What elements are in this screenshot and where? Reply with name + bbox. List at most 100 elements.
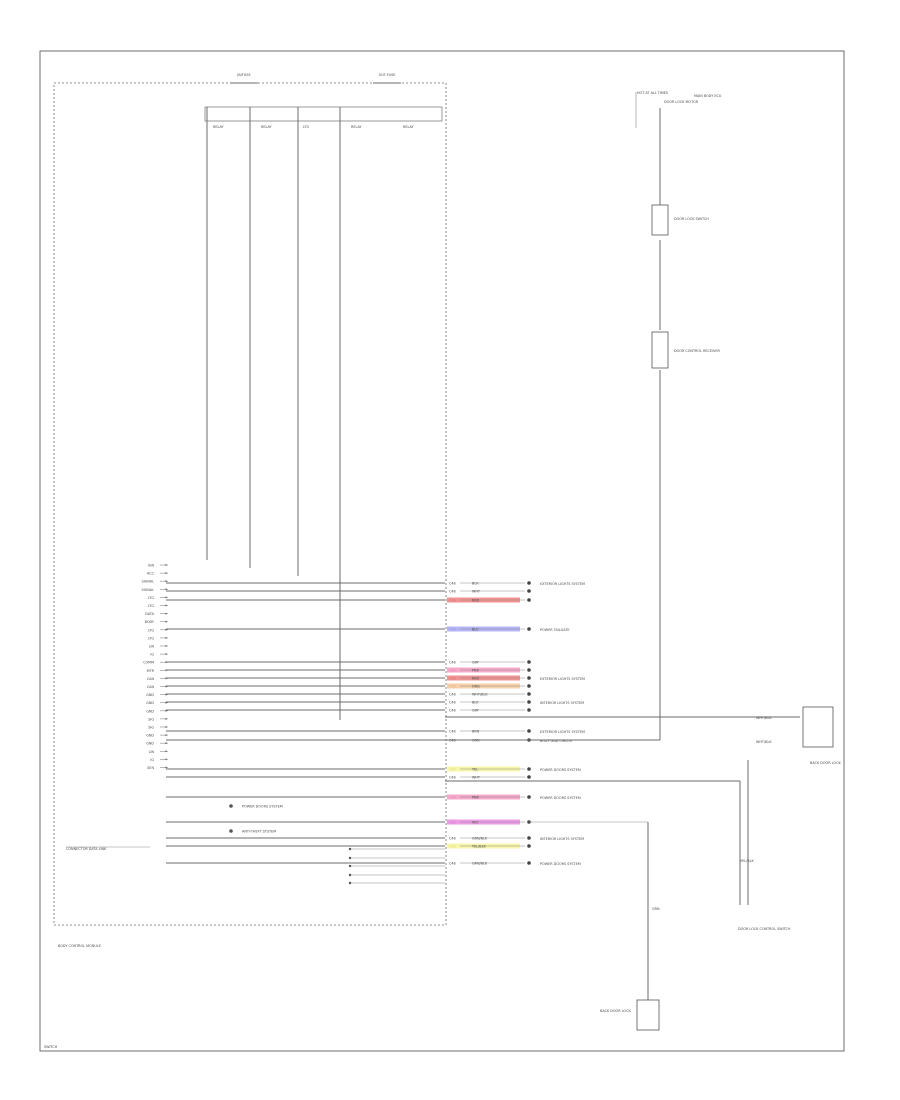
pin-label: MTR (147, 669, 155, 673)
pin-label: DATA (145, 612, 154, 616)
wire-color: BLK (472, 701, 479, 705)
pin-label: LTG (148, 628, 154, 632)
connector-terminal (527, 700, 531, 704)
target-system: BODY GND CIRCUIT (540, 739, 574, 743)
footer-label: SWITCH (44, 1045, 58, 1049)
right-switch-box (802, 706, 834, 748)
right-component-label: BACK DOOR LOCK (600, 1009, 631, 1013)
pin-label: LIN (149, 750, 155, 754)
target-system: INTERIOR LIGHTS SYSTEM (540, 701, 584, 705)
connector-terminal (527, 660, 531, 664)
pin-label: SEN (147, 766, 154, 770)
right-component-box (651, 204, 669, 236)
wire-color: WHT (472, 590, 481, 594)
pin-dot (165, 572, 167, 574)
pin-label: LTG (148, 636, 154, 640)
connector-pin: C48 (449, 693, 456, 697)
connector-terminal (527, 844, 531, 848)
pin-dot (165, 766, 167, 769)
relay-label: RELAY (403, 125, 415, 129)
note-terminal (229, 829, 233, 833)
target-system: EXTERIOR LIGHTS SYSTEM (540, 730, 585, 734)
target-system: POWER DOORS SYSTEM (540, 862, 581, 866)
splice (348, 864, 352, 868)
wire-color: WHT/BLK (472, 693, 488, 697)
right-wire-label: WHT/BLK (756, 740, 772, 744)
connector-pin: C48 (449, 582, 456, 586)
connector-pin: C48 (449, 862, 456, 866)
connector-terminal (527, 676, 531, 680)
pin-label: GND (146, 709, 154, 713)
pin-dot (165, 758, 167, 761)
pin-label: IG (150, 653, 154, 657)
pin-label: GND (146, 742, 154, 746)
outer-frame (39, 50, 845, 1052)
pin-dot (165, 742, 167, 745)
connector-terminal (527, 684, 531, 688)
right-component-label: DOOR LOCK MOTOR (664, 100, 699, 104)
relay-label: RELAY (351, 125, 363, 129)
pin-label: SIG (148, 726, 154, 730)
pin-dot (165, 726, 167, 728)
right-component-label: BACK DOOR LOCK (810, 761, 841, 765)
wire-color: WHT (472, 776, 481, 780)
wire-color: GRY (472, 709, 480, 713)
pin-label: LIN (149, 645, 155, 649)
connector-pin: C48 (449, 730, 456, 734)
connector-terminal (527, 775, 531, 779)
wire-color: VIO (472, 821, 478, 825)
pin-label: BODY (145, 620, 155, 624)
connector-terminal (527, 668, 531, 672)
wire-color: YEL (472, 768, 478, 772)
relay-label: LTG (303, 125, 309, 129)
connector-terminal (527, 836, 531, 840)
pin-dot (165, 588, 167, 591)
wire-color: GRN/BLK (472, 862, 488, 866)
bottom-switch-box (636, 999, 660, 1031)
wire-color: BLU (472, 628, 479, 632)
wire-color: RED (472, 599, 479, 603)
splice (348, 856, 352, 860)
connector-pin: C48 (449, 776, 456, 780)
connector-pin: C48 (449, 661, 456, 665)
fuse-label: OUT-FUSE (379, 73, 396, 77)
pin-dot (165, 596, 167, 599)
pin-label: IGN (148, 564, 155, 568)
connector-terminal (527, 581, 531, 585)
connector-pin: C48 (449, 590, 456, 594)
target-system: EXTERIOR LIGHTS SYSTEM (540, 582, 585, 586)
hot-header: HOT AT ALL TIMES (637, 91, 668, 95)
connector-terminal (527, 708, 531, 712)
pin-label: SIGNAL (141, 580, 154, 584)
connector-terminal (527, 795, 531, 799)
pin-dot (165, 604, 167, 607)
target-system: EXTERIOR LIGHTS SYSTEM (540, 677, 585, 681)
pin-label: LTG (148, 596, 154, 600)
pin-label: GND (146, 701, 154, 705)
right-wire-label: YEL/BLK (740, 859, 754, 863)
right-bottom-component: DOOR LOCK CONTROL SWITCH (738, 927, 791, 931)
splice (348, 881, 352, 885)
right-wire-label: GRN (652, 907, 660, 911)
pin-label: IG (150, 758, 154, 762)
note-terminal (229, 804, 233, 808)
pin-label: CAN (147, 677, 155, 681)
target-system: POWER DOORS SYSTEM (540, 768, 581, 772)
splice (348, 873, 352, 877)
module-note: POWER DOORS SYSTEM (242, 805, 283, 809)
pin-dot (165, 564, 167, 566)
right-component-box (651, 331, 669, 369)
right-component-label: DOOR CONTROL RECEIVER (674, 349, 720, 353)
connector-terminal (527, 627, 531, 631)
wire-color: BRN (472, 730, 480, 734)
wire-color: BLK (472, 582, 479, 586)
relay-row (204, 106, 443, 122)
right-top-component: MAIN BODY ECU (694, 94, 722, 98)
pin-label: ACC (147, 572, 155, 576)
right-component-label: DOOR LOCK SWITCH (674, 217, 709, 221)
wire-color: GRN/BLK (472, 837, 488, 841)
connector-terminal (527, 729, 531, 733)
module-bottom-note: CONNECTOR DATA LINK (66, 847, 107, 851)
target-system: POWER TAILGATE (540, 628, 570, 632)
pin-label: CAN (147, 685, 155, 689)
